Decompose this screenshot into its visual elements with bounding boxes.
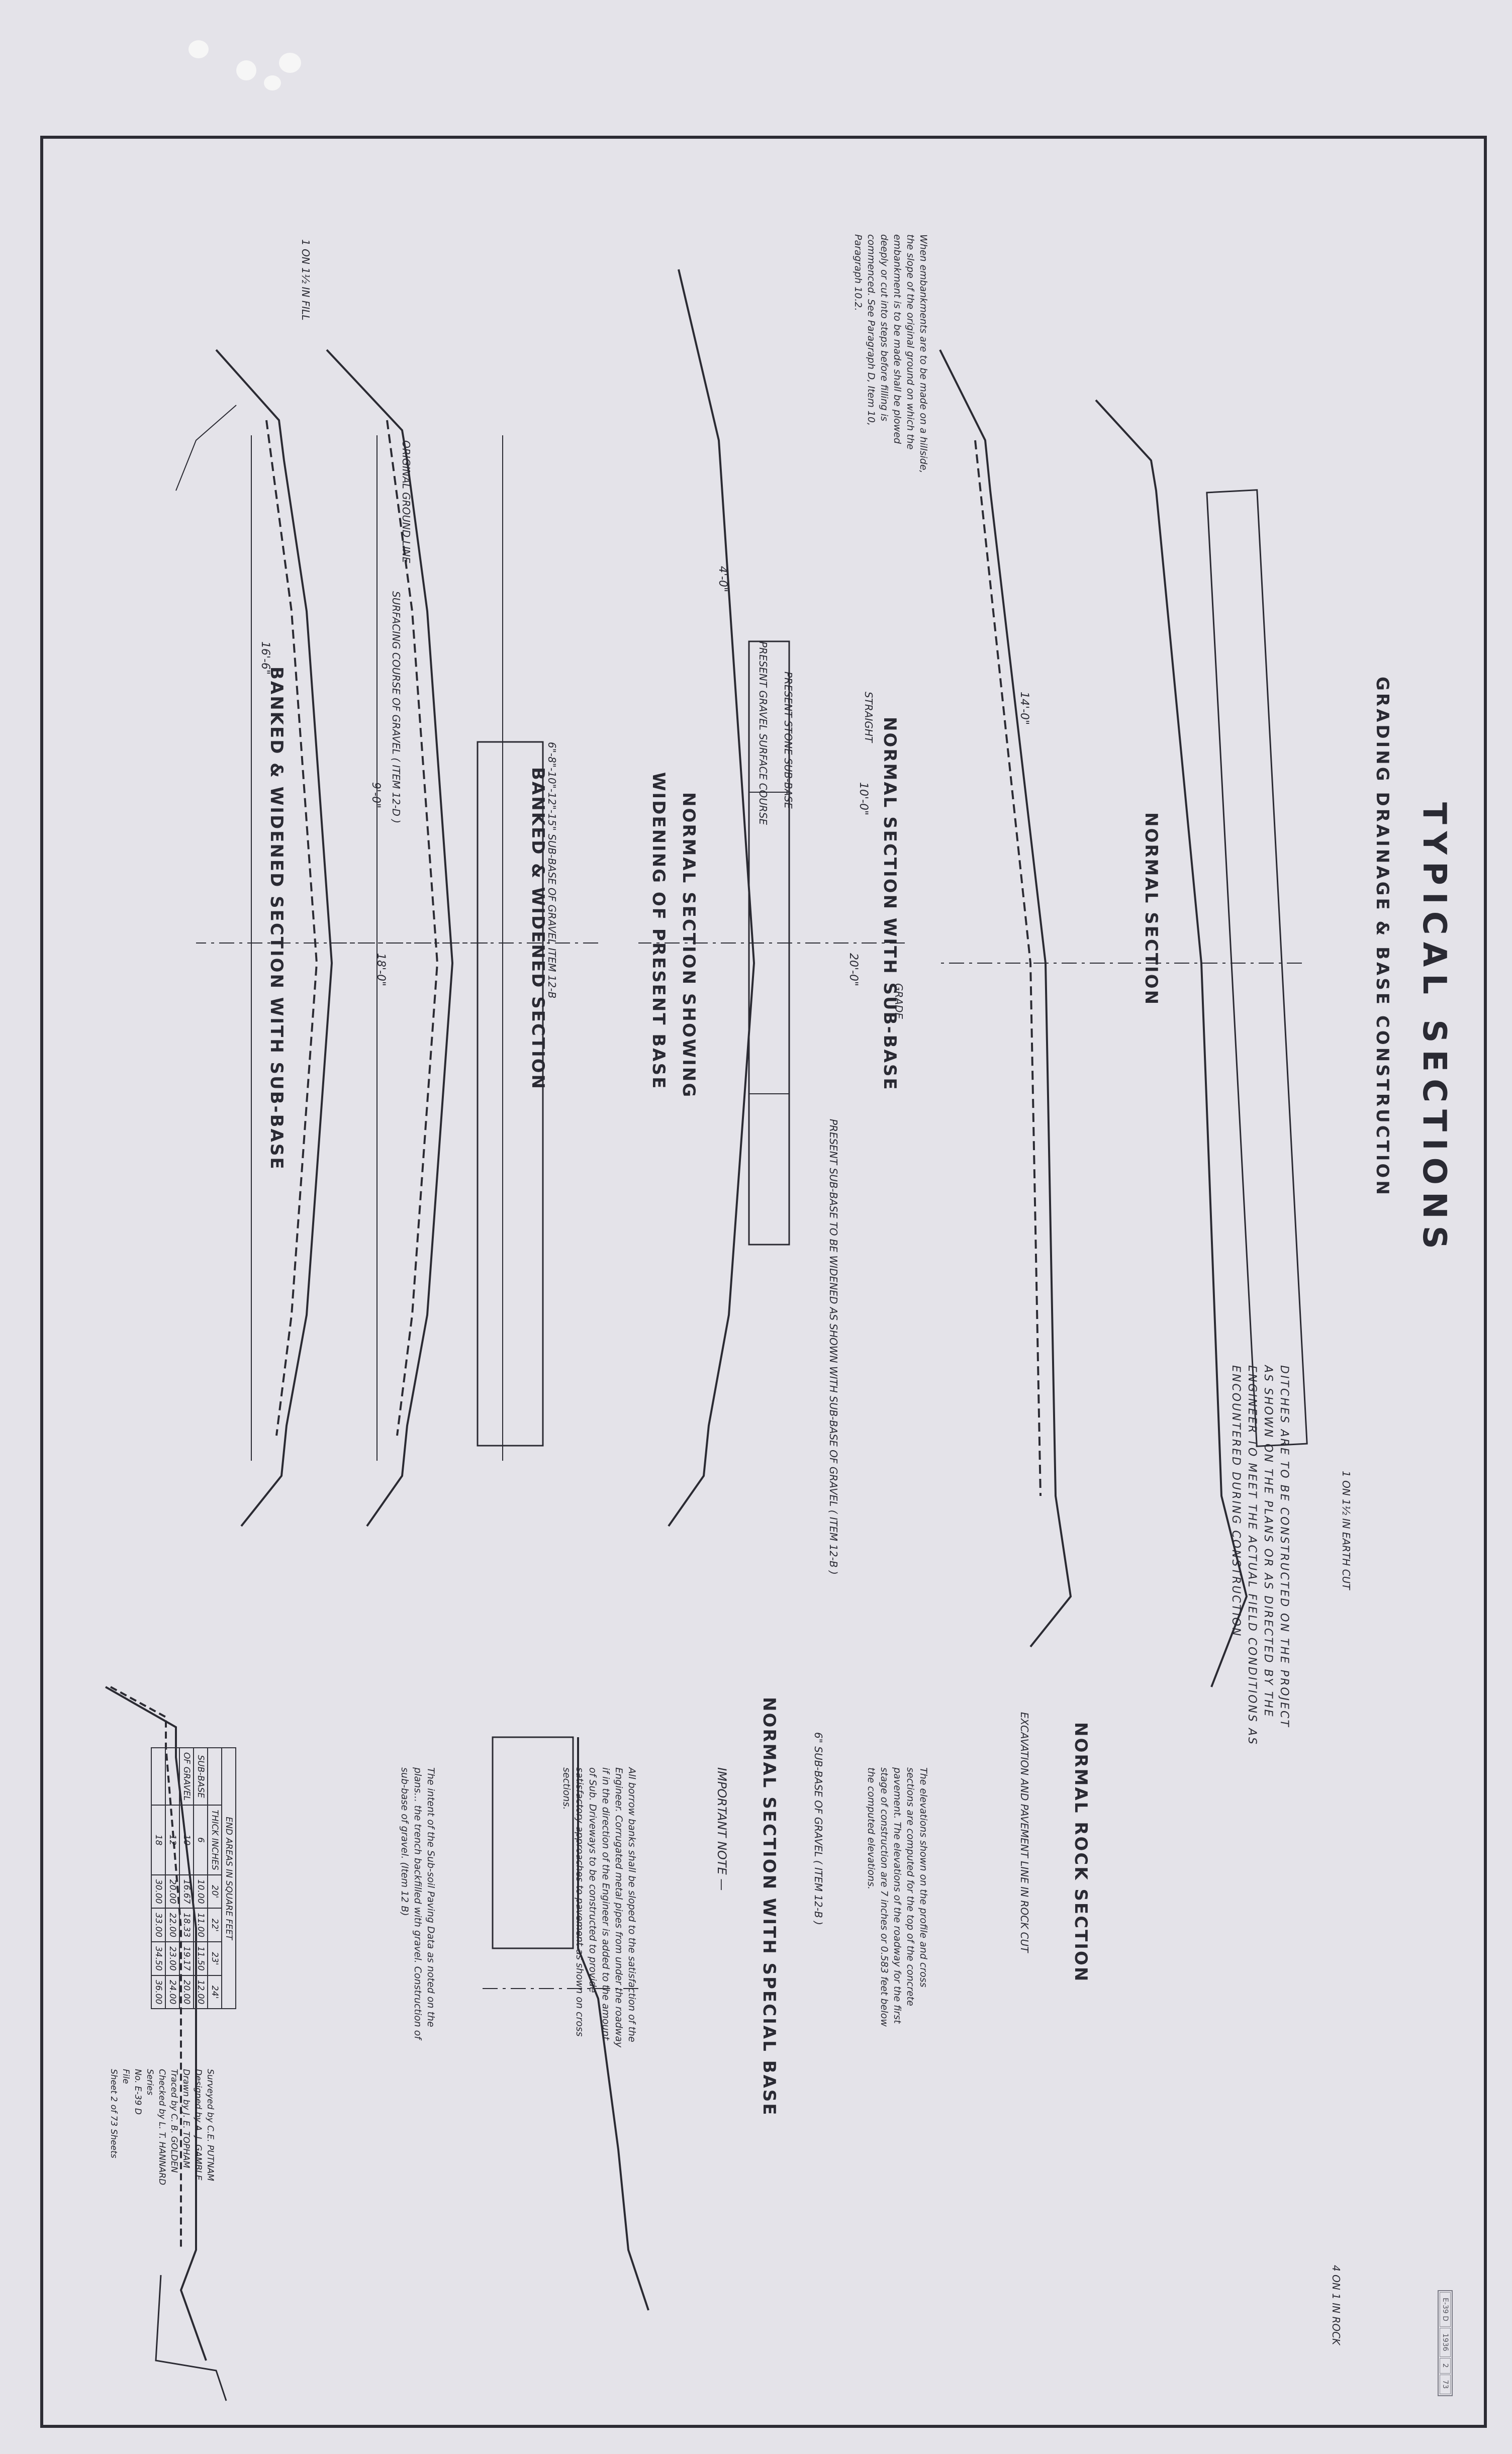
section-title-widening: NORMAL SECTION SHOWING — [679, 792, 699, 1099]
label-present-stone: PRESENT STONE SUB-BASE — [782, 672, 794, 809]
label-widening-note: PRESENT SUB-BASE TO BE WIDENED AS SHOWN … — [827, 1119, 839, 1575]
note-embankment: When embankments are to be made on a hil… — [853, 234, 929, 474]
end-areas-header — [208, 1748, 222, 1806]
series-label: Series — [145, 2069, 155, 2096]
label-grade: GRADE — [893, 983, 905, 1019]
table-cell — [165, 1748, 179, 1806]
table-cell: 6 — [194, 1805, 208, 1875]
dim-20ft: 20'-0" — [847, 953, 860, 987]
table-cell: 34.50 — [151, 1942, 165, 1975]
section-title-normal: NORMAL SECTION — [1141, 812, 1161, 1006]
sheet-number: Sheet 2 of 73 Sheets — [109, 2069, 119, 2158]
stamp-cell: 73 — [1440, 2374, 1451, 2395]
punch-hole — [279, 53, 301, 73]
label-earth-cut: 1 ON 1½ IN EARTH CUT — [1340, 1471, 1352, 1590]
special-base-drawing — [478, 1736, 649, 2311]
title-block: Surveyed by C.E. PUTNAM Designed by A. J… — [108, 2069, 216, 2185]
table-cell: 12 — [165, 1805, 179, 1875]
drawing-title: TYPICAL SECTIONS — [1415, 802, 1453, 1256]
end-areas-table: END AREAS IN SQUARE FEET THICK INCHES 20… — [151, 1747, 236, 2009]
dim-4ft: 4'-0" — [716, 566, 729, 593]
dim-16ft6: 16'-6" — [259, 641, 271, 675]
label-straight: STRAIGHT — [863, 692, 875, 743]
dim-10ft: 10'-0" — [857, 782, 870, 816]
border-frame — [40, 136, 1487, 2428]
label-original-ground: ORIGINAL GROUND LINE — [400, 440, 412, 563]
important-note-body: The elevations shown on the profile and … — [866, 1767, 929, 2027]
checked-by: Checked by L. T. HANNARD — [157, 2069, 167, 2186]
note-subsoil: The intent of the Sub-soil Paving Data a… — [399, 1767, 436, 2040]
table-cell: 23.00 — [165, 1942, 179, 1975]
dim-14ft: 14'-0" — [1018, 692, 1030, 725]
label-fill-slope: 1 ON 1½ IN FILL — [300, 239, 312, 321]
section-title-banked-sub: BANKED & WIDENED SECTION WITH SUB-BASE — [266, 667, 287, 1171]
table-cell: 10.00 — [194, 1874, 208, 1909]
end-areas-width: 20' — [208, 1874, 222, 1909]
drawn-by: Drawn by J. E. TOPHAM — [181, 2069, 191, 2168]
table-cell: OF GRAVEL — [179, 1748, 194, 1806]
table-cell: 19.17 — [179, 1942, 194, 1975]
label-rock-excavation: EXCAVATION AND PAVEMENT LINE IN ROCK CUT — [1018, 1712, 1030, 1953]
file-label: File — [121, 2069, 131, 2084]
banked-section-drawing — [939, 349, 1161, 1648]
sub-base-section-drawing — [326, 349, 598, 1527]
table-cell: 11.00 — [194, 1908, 208, 1942]
end-areas-title: END AREAS IN SQUARE FEET — [222, 1748, 236, 2009]
important-note-title: IMPORTANT NOTE — — [715, 1767, 729, 1891]
table-cell: 30.00 — [151, 1874, 165, 1909]
table-cell: 33.00 — [151, 1908, 165, 1942]
banked-sub-base-drawing — [1091, 399, 1308, 1687]
punch-hole — [236, 60, 256, 80]
section-title-banked: BANKED & WIDENED SECTION — [528, 767, 548, 1091]
designed-by: Designed by A. J. GAMBLE — [193, 2069, 203, 2181]
end-areas-width: 22' — [208, 1908, 222, 1942]
table-cell: 18 — [151, 1805, 165, 1875]
stamp-cell: 2 — [1440, 2357, 1451, 2374]
table-cell: 24.00 — [165, 1975, 179, 2009]
table-cell: 20.00 — [165, 1874, 179, 1909]
label-special-base: 6" SUB-BASE OF GRAVEL ( ITEM 12-B ) — [812, 1732, 824, 1925]
normal-section-drawing — [175, 349, 488, 1527]
label-present-gravel: PRESENT GRAVEL SURFACE COURSE — [757, 641, 769, 825]
dim-9ft: 9'-0" — [369, 782, 382, 809]
section-title-widening-2: WIDENING OF PRESENT BASE — [648, 772, 669, 1090]
rotated-content: TYPICAL SECTIONS GRADING DRAINAGE & BASE… — [41, 139, 1483, 2425]
dim-18ft: 18'-0" — [374, 953, 387, 987]
punch-hole — [264, 75, 281, 90]
label-rock-slope: 4 ON 1 IN ROCK — [1330, 2265, 1342, 2345]
rock-section-drawing — [105, 1686, 227, 2401]
section-title-special: NORMAL SECTION WITH SPECIAL BASE — [759, 1697, 779, 2117]
end-areas-width: 24' — [208, 1975, 222, 2009]
traced-by: Traced by C. B. GOLDEN — [169, 2069, 179, 2173]
table-cell: 16.67 — [179, 1874, 194, 1909]
note-ditches: DITCHES ARE TO BE CONSTRUCTED ON THE PRO… — [1230, 1365, 1290, 1746]
table-cell: 22.00 — [165, 1908, 179, 1942]
widening-section-drawing — [638, 269, 905, 1527]
section-title-sub-base: NORMAL SECTION WITH SUB-BASE — [880, 717, 900, 1091]
table-cell: SUB-BASE — [194, 1748, 208, 1806]
stamp-cell: E-39 D — [1440, 2292, 1451, 2327]
end-areas-header: THICK INCHES — [208, 1805, 222, 1875]
drawing-subtitle: GRADING DRAINAGE & BASE CONSTRUCTION — [1372, 677, 1392, 1197]
section-drawings — [105, 269, 1308, 2401]
note-borrow: All borrow banks shall be sloped to the … — [561, 1767, 637, 2048]
table-cell: 10 — [179, 1805, 194, 1875]
table-cell — [151, 1748, 165, 1806]
table-cell: 11.50 — [194, 1942, 208, 1975]
table-cell: 36.00 — [151, 1975, 165, 2009]
table-cell: 20.00 — [179, 1975, 194, 2009]
project-stamp: E-39 D 1936 2 73 — [1438, 2290, 1453, 2397]
surveyed-by: Surveyed by C.E. PUTNAM — [205, 2069, 215, 2181]
table-cell: 18.33 — [179, 1908, 194, 1942]
section-title-rock: NORMAL ROCK SECTION — [1071, 1722, 1091, 1983]
punch-hole — [188, 40, 209, 58]
file-number: No. E-39 D — [133, 2069, 143, 2115]
stamp-cell: 1936 — [1440, 2327, 1451, 2357]
end-areas-width: 23' — [208, 1942, 222, 1975]
label-surfacing: SURFACING COURSE OF GRAVEL ( ITEM 12-D ) — [390, 591, 402, 824]
label-subbase-gravel: 6"-8"-10"-12"-15" SUB-BASE OF GRAVEL ITE… — [546, 742, 558, 999]
table-cell: 12.00 — [194, 1975, 208, 2009]
